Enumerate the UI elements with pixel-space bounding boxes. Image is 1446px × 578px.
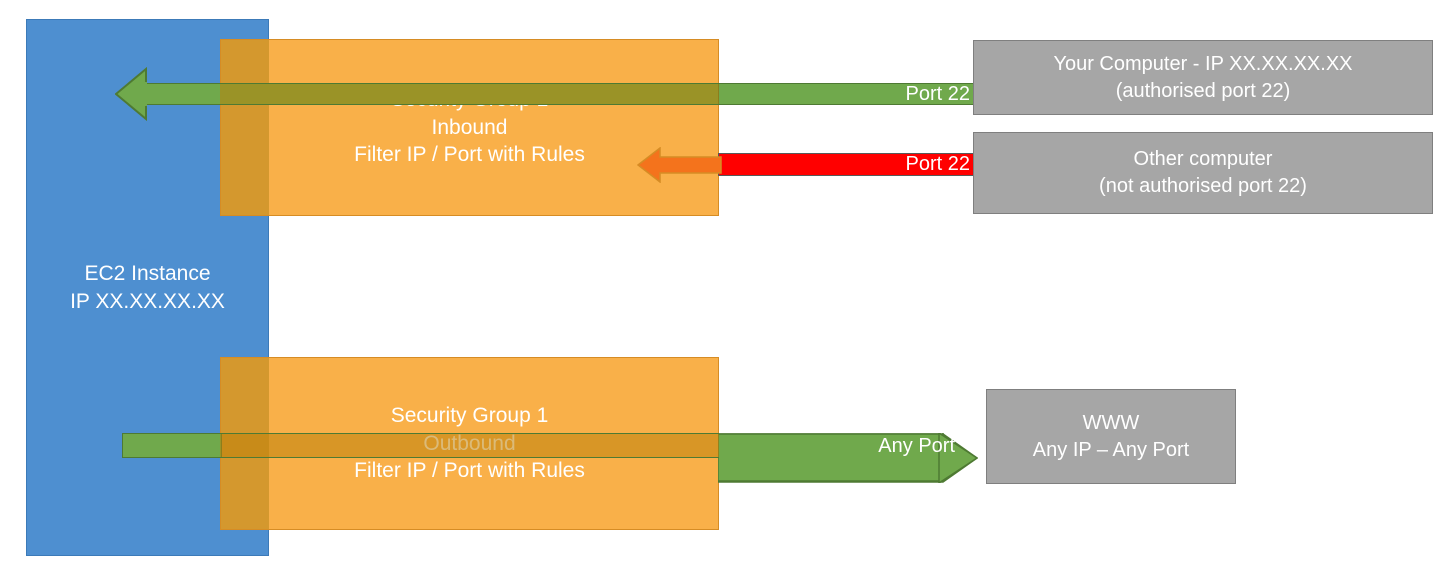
inbound-allowed-traffic-shaft xyxy=(145,83,720,105)
inbound-allowed-port-line: Port 22 xyxy=(718,83,975,105)
security-group-inbound-rules: Filter IP / Port with Rules xyxy=(354,143,585,167)
endpoint-other-computer-note: (not authorised port 22) xyxy=(1099,175,1307,197)
security-group-inbound-direction: Inbound xyxy=(431,115,508,139)
security-group-outbound-title: Security Group 1 xyxy=(390,403,549,427)
endpoint-www-box: WWW Any IP – Any Port xyxy=(986,389,1236,484)
endpoint-www-note: Any IP – Any Port xyxy=(1032,438,1190,461)
endpoint-your-computer-note: (authorised port 22) xyxy=(1115,79,1291,102)
endpoint-your-computer-box: Your Computer - IP XX.XX.XX.XX (authoris… xyxy=(973,40,1433,115)
inbound-allowed-arrow-left-icon xyxy=(114,66,148,122)
security-group-outbound-direction: Outbound xyxy=(423,431,516,455)
ec2-instance-label: EC2 Instance xyxy=(84,261,211,285)
outbound-allowed-arrow-right-icon xyxy=(717,423,979,485)
inbound-allowed-port-label: Port 22 xyxy=(905,83,970,105)
endpoint-other-computer-title: Other computer xyxy=(1133,148,1273,171)
ec2-instance-ip: IP XX.XX.XX.XX xyxy=(70,289,225,313)
inbound-blocked-arrow-left-icon xyxy=(636,146,722,184)
endpoint-www-title: WWW xyxy=(1082,411,1140,434)
inbound-blocked-port-line: Port 22 xyxy=(718,153,975,176)
security-group-outbound-overlap xyxy=(220,357,269,530)
endpoint-your-computer-title: Your Computer - IP XX.XX.XX.XX xyxy=(1053,52,1353,75)
security-group-inbound-overlap xyxy=(220,39,269,216)
inbound-blocked-port-label: Port 22 xyxy=(905,153,970,175)
endpoint-other-computer-box: Other computer (not authorised port 22) xyxy=(973,132,1433,214)
security-group-outbound-box: Security Group 1 Outbound Filter IP / Po… xyxy=(220,357,719,530)
security-group-outbound-rules: Filter IP / Port with Rules xyxy=(354,459,585,483)
outbound-allowed-port-label: Any Port xyxy=(878,435,955,457)
security-group-inbound-box: Security Group 1 Inbound Filter IP / Por… xyxy=(220,39,719,216)
outbound-traffic-stub xyxy=(122,433,222,458)
